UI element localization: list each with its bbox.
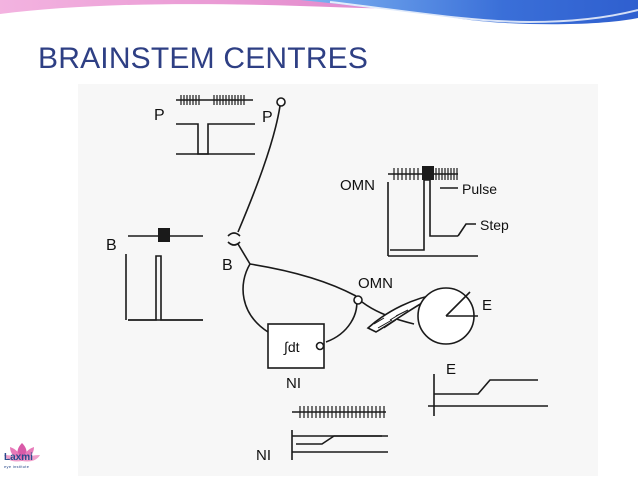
lotus-logo-icon [4,443,40,462]
step-pointer [457,223,476,237]
logo-subtitle: eye institute [4,464,30,469]
b-neuron-trace [125,228,203,321]
label-omn-top: OMN [340,177,375,194]
omn-burst [422,166,434,180]
b-neuron-stem [237,243,251,265]
omn-trace [387,166,478,257]
p-to-b-synapse [227,232,241,237]
figure-background [78,84,598,476]
integrator-label: ∫dt [283,339,300,355]
omn-neuron-node [353,295,363,305]
label-e-trace: E [446,361,456,378]
logo-name: Laxmi [4,452,33,463]
ni-integrator-box [267,323,325,369]
label-e-eye: E [482,297,492,314]
label-pulse: Pulse [462,181,497,197]
p-neuron-terminal [276,97,286,107]
label-step: Step [480,217,509,233]
header-banner [0,0,638,25]
label-p-left: P [154,107,165,124]
label-p-right: P [262,109,273,126]
eye-rotation-arrow [445,291,471,317]
b-spike-burst [158,228,170,242]
brainstem-diagram: P P B B OMN OMN Pulse Step E E NI NI ∫dt [78,84,598,476]
ni-trace [291,406,388,460]
p-neuron-trace [176,95,255,155]
ni-spike-train [299,406,385,418]
label-b-mid: B [222,257,233,274]
omn-spike-train [393,168,458,180]
label-ni-box: NI [286,375,301,392]
p-spike-train [180,95,245,105]
b-to-ni-path [242,263,269,333]
label-b-left: B [106,237,117,254]
p-to-b-axon [237,105,281,233]
label-omn-mid: OMN [358,275,393,292]
label-ni-trace: NI [256,447,271,464]
e-trace [428,374,548,416]
slide-title: BRAINSTEM CENTRES [38,42,369,75]
b-to-omn-path [249,263,357,297]
